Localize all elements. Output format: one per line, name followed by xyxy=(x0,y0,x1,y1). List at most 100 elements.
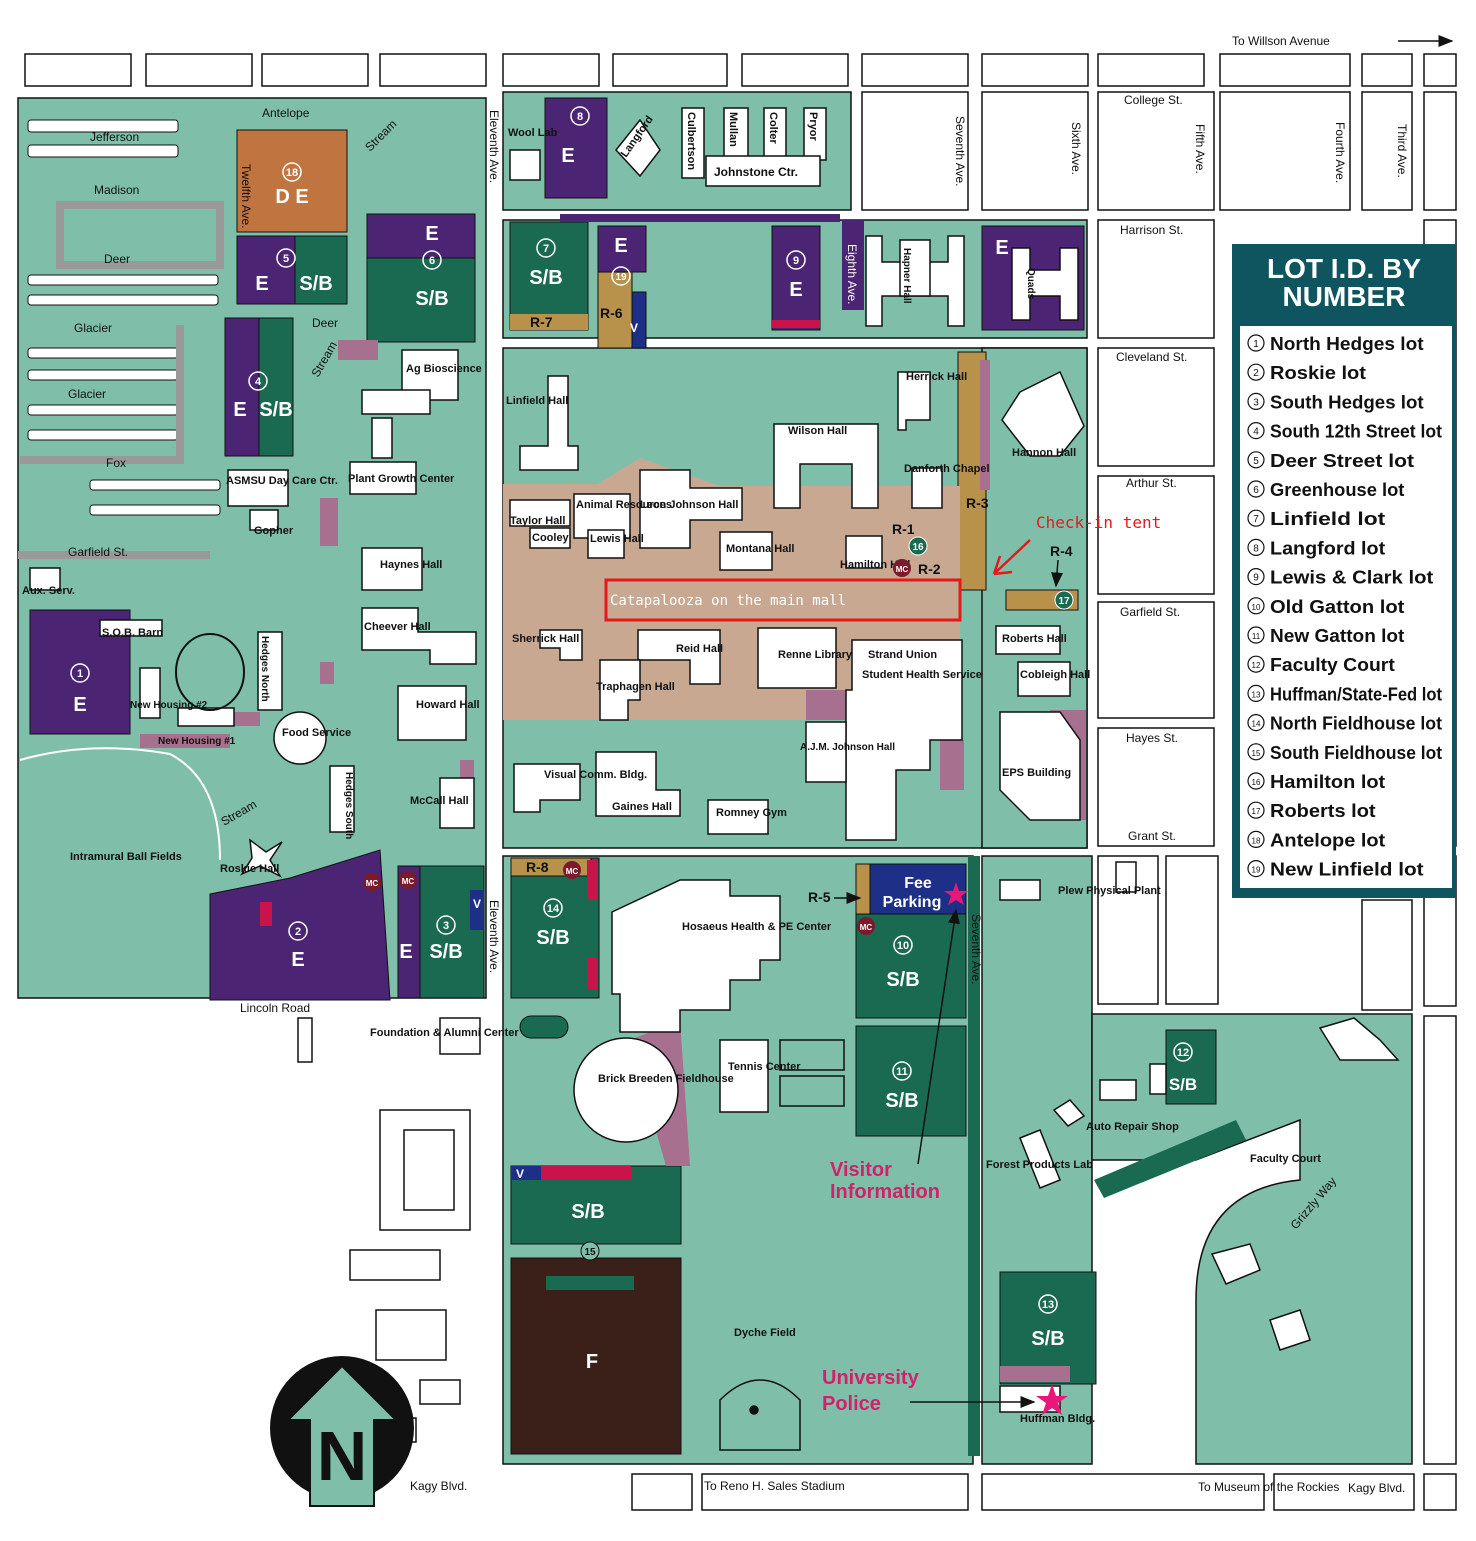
lot-15-visitor-strip xyxy=(511,1166,541,1180)
eighth-avenue-employee-strip xyxy=(842,220,864,310)
legend-item-number: 10 xyxy=(1252,603,1261,612)
bldg-student-health: Student Health Service xyxy=(862,669,982,681)
legend-item-number: 7 xyxy=(1253,514,1259,525)
street-college: College St. xyxy=(1124,93,1183,107)
lot-7-code: S/B xyxy=(529,267,562,289)
intramural-fields-outline xyxy=(19,747,221,861)
reserved-r5[interactable] xyxy=(855,863,871,915)
street-fifth: Fifth Ave. xyxy=(1193,124,1207,174)
checkin-annotation: Check-in tent xyxy=(992,513,1161,576)
legend-item-name: Antelope lot xyxy=(1270,830,1385,850)
visitor-information-callout: Visitor Information xyxy=(830,908,960,1203)
building-labels: Wool Lab Langford Culbertson Mullan Colt… xyxy=(22,112,1321,1425)
lot-19-visitor[interactable] xyxy=(631,291,647,349)
lot-12-number: 12 xyxy=(1177,1047,1189,1059)
bldg-asmsu-day-care: ASMSU Day Care Ctr. xyxy=(226,475,338,487)
legend-number-circle-icon xyxy=(1247,859,1265,878)
lot-quads-code: E xyxy=(995,237,1008,259)
lot-14-number: 14 xyxy=(547,903,560,915)
bldg-forest-products: Forest Products Lab xyxy=(986,1159,1093,1171)
lot-12-faculty-court[interactable] xyxy=(1165,1029,1217,1105)
bldg-animal-resources: Animal Resources xyxy=(576,499,672,511)
lot-6-greenhouse[interactable] xyxy=(366,257,476,343)
sob-barn-track xyxy=(175,633,245,711)
west-family-housing xyxy=(27,119,221,516)
lot-8-langford[interactable] xyxy=(544,97,608,199)
to-willson-label: To Willson Avenue xyxy=(1232,34,1330,48)
lot-19-new-linfield-employee[interactable] xyxy=(597,225,647,273)
legend-item-number: 14 xyxy=(1252,720,1261,729)
lot-4-e-code: E xyxy=(233,399,246,421)
reserved-r6-label: R-6 xyxy=(600,305,623,321)
bldg-mccall: McCall Hall xyxy=(410,795,469,807)
fee-parking-lot[interactable] xyxy=(869,863,967,915)
street-to-museum: To Museum of the Rockies xyxy=(1198,1480,1339,1494)
legend-number-circle-icon xyxy=(1247,597,1265,615)
lot-2-roskie[interactable] xyxy=(209,849,391,1001)
legend-item-number: 16 xyxy=(1252,778,1261,787)
visitor-info-star-icon xyxy=(944,882,968,905)
legend-item-name: Linfield lot xyxy=(1270,509,1385,529)
bldg-sherrick: Sherrick Hall xyxy=(512,633,579,645)
legend-number-circle-icon xyxy=(1247,509,1265,527)
catapalooza-text: Catapalooza on the main mall xyxy=(610,593,846,609)
lot-6-code: S/B xyxy=(415,288,448,310)
legend-number-circle-icon xyxy=(1247,743,1265,761)
legend-number-circle-icon xyxy=(1247,655,1265,673)
legend-item: 11 New Gatton lot xyxy=(1247,626,1404,646)
street-kagy-west: Kagy Blvd. xyxy=(410,1479,467,1493)
north-letter: N xyxy=(317,1417,368,1495)
lot-13-huffman[interactable] xyxy=(999,1271,1097,1385)
legend-item-number: 8 xyxy=(1253,543,1259,554)
bldg-roskie: Roskie Hall xyxy=(220,863,279,875)
bldg-culbertson: Culbertson xyxy=(685,112,697,170)
fee-parking-line-2: Parking xyxy=(883,894,942,911)
legend-item-name: South 12th Street lot xyxy=(1270,422,1442,442)
bldg-howard: Howard Hall xyxy=(416,699,480,711)
lot-15-marker: 15 xyxy=(580,1241,600,1261)
legend-item-number: 11 xyxy=(1252,632,1261,641)
legend-item-number: 1 xyxy=(1253,339,1259,350)
lot-4-employee-section[interactable] xyxy=(224,317,260,457)
fee-parking-label: Fee Parking xyxy=(883,875,942,911)
lot-9-red-strip xyxy=(772,320,820,328)
legend-item-name: New Gatton lot xyxy=(1270,626,1404,646)
lot-5-employee-section[interactable] xyxy=(236,235,296,305)
legend-number-circle-icon xyxy=(1247,626,1265,644)
university-police-callout: University Police xyxy=(822,1367,1036,1415)
reserved-r8-label: R-8 xyxy=(526,859,549,875)
street-arthur: Arthur St. xyxy=(1126,476,1177,490)
lot-7-number: 7 xyxy=(543,243,549,255)
street-seventh-2: Seventh Ave. xyxy=(969,914,983,985)
legend-number-circle-icon xyxy=(1247,451,1265,469)
lot-9-lewis-clark[interactable] xyxy=(771,225,821,331)
bldg-hapner: Hapner Hall xyxy=(901,248,912,304)
legend-item-name: Huffman/State-Fed lot xyxy=(1270,684,1442,704)
lot-14-north-fieldhouse[interactable] xyxy=(510,857,600,999)
lot-11-new-gatton[interactable] xyxy=(855,1025,967,1137)
street-eighth: Eighth Ave. xyxy=(845,244,859,305)
lot-19-reserved-r6[interactable] xyxy=(597,271,633,349)
lot-5-code: S/B xyxy=(299,273,332,295)
lot-13-code: S/B xyxy=(1031,1328,1064,1350)
bldg-mullan: Mullan xyxy=(727,112,739,147)
legend-item-number: 15 xyxy=(1252,749,1261,758)
lot-f-event[interactable] xyxy=(510,1257,682,1455)
street-labels: Antelope Jefferson Madison Deer Deer Gla… xyxy=(68,93,1409,1495)
lot-5-deer-street[interactable] xyxy=(294,235,348,305)
bldg-pryor: Pryor xyxy=(807,112,819,141)
lot-6-employee-section[interactable] xyxy=(366,213,476,259)
legend-item-name: South Fieldhouse lot xyxy=(1270,743,1442,763)
legend-item-number: 6 xyxy=(1253,485,1259,496)
lot-8-code: E xyxy=(561,145,574,167)
bldg-gaines: Gaines Hall xyxy=(612,801,672,813)
legend-item-number: 18 xyxy=(1252,836,1261,845)
bldg-new-housing-2: New Housing #2 xyxy=(130,700,208,711)
